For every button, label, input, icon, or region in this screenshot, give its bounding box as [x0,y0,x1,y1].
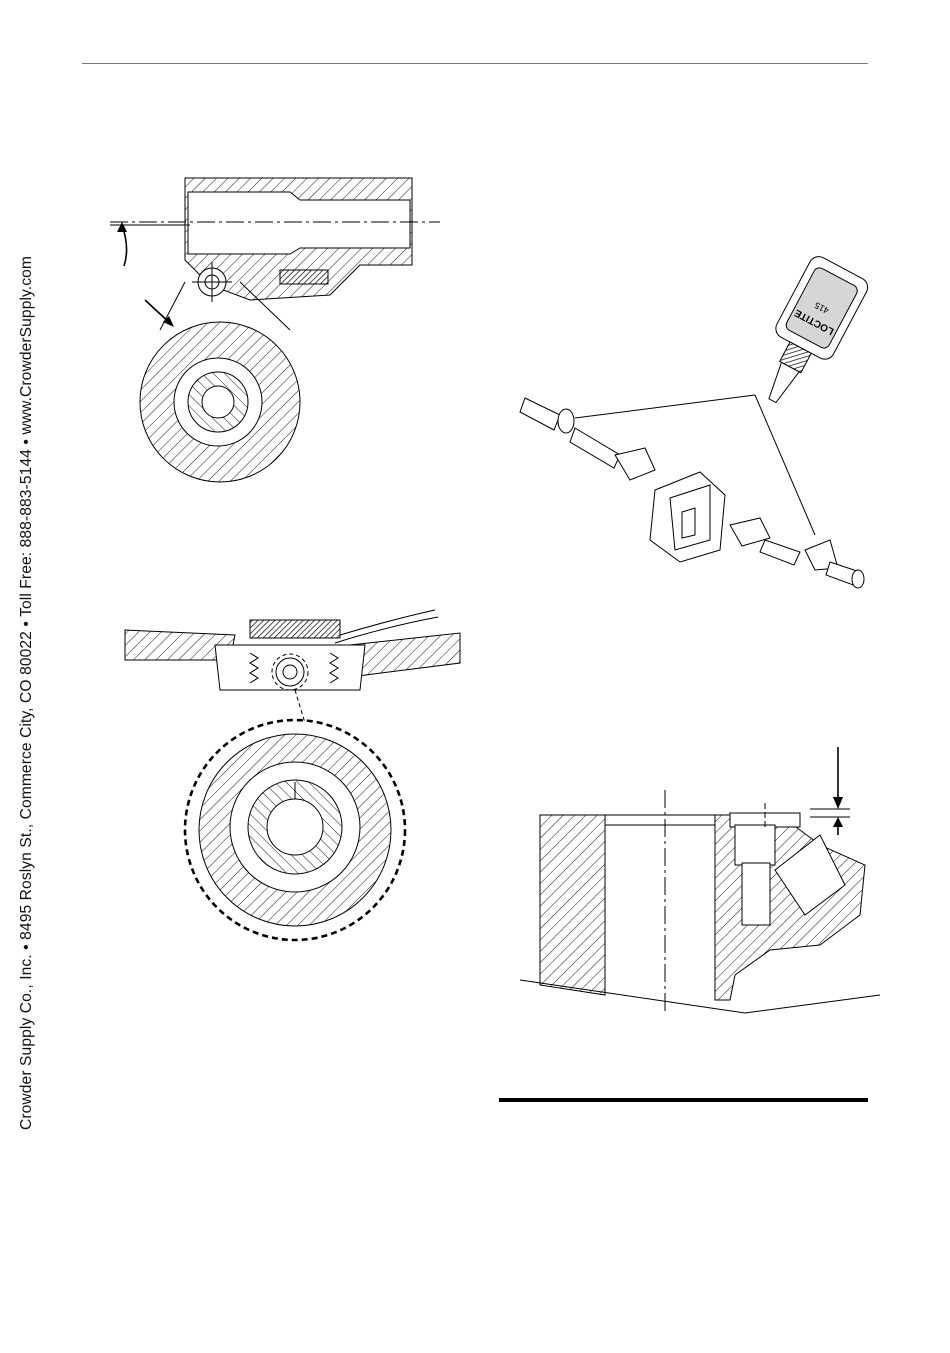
vendor-side-text: Crowder Supply Co., Inc. • 8495 Roslyn S… [18,256,36,1130]
section-end-rule [499,1098,868,1102]
header-rule [82,63,868,64]
figure-spring-detail [120,605,470,950]
figure-valve-section [100,170,450,500]
figure-seat-section [520,745,880,1020]
figure-exploded-assembly: LOCTITE 415 [520,250,880,600]
